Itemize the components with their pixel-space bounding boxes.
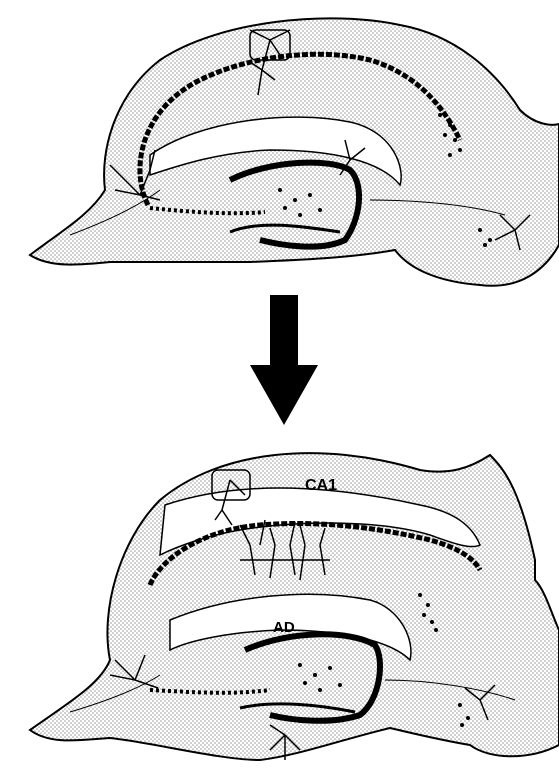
- lower-hippocampus-section: CA1 AD: [30, 453, 559, 760]
- down-arrow-icon: [250, 295, 318, 425]
- ca1-label: CA1: [305, 477, 337, 494]
- ad-label: AD: [273, 619, 295, 636]
- upper-hippocampus-section: [30, 18, 559, 285]
